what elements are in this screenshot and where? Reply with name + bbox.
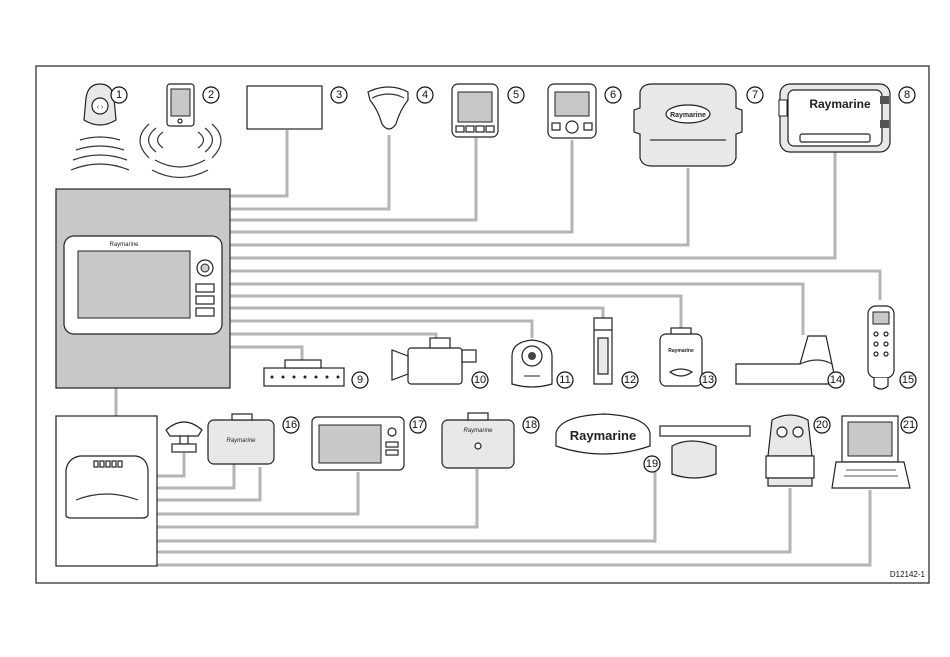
device-8-brand: Raymarine xyxy=(809,97,871,111)
callout-10: 10 xyxy=(472,372,488,388)
device-17-display xyxy=(312,417,404,470)
device-8-display-unit: Raymarine xyxy=(779,84,890,152)
device-11-dome-camera xyxy=(512,340,552,387)
svg-text:15: 15 xyxy=(902,374,914,386)
device-7-brand: Raymarine xyxy=(670,112,706,119)
svg-text:5: 5 xyxy=(513,89,519,101)
svg-text:9: 9 xyxy=(357,374,363,386)
main-display-panel: Raymarine xyxy=(56,189,230,388)
callout-14: 14 xyxy=(828,372,844,388)
callout-21: 21 xyxy=(901,417,917,433)
callout-16: 16 xyxy=(283,417,299,433)
svg-text:16: 16 xyxy=(285,419,297,431)
svg-text:13: 13 xyxy=(702,374,714,386)
svg-text:‹ ›: ‹ › xyxy=(97,104,104,111)
main-display-brand: Raymarine xyxy=(109,242,139,248)
callout-2: 2 xyxy=(203,87,219,103)
svg-text:11: 11 xyxy=(559,374,570,386)
device-20-thermal-camera xyxy=(766,415,814,486)
svg-text:2: 2 xyxy=(208,89,214,101)
device-7-course-computer: Raymarine xyxy=(634,84,742,166)
svg-text:1: 1 xyxy=(116,89,122,101)
device-12-module xyxy=(594,318,612,384)
callout-5: 5 xyxy=(508,87,524,103)
device-13-brand: Raymarine xyxy=(668,348,694,354)
device-5-instrument xyxy=(452,84,498,137)
callout-19: 19 xyxy=(644,456,660,472)
callout-17: 17 xyxy=(410,417,426,433)
callout-3: 3 xyxy=(331,87,347,103)
device-3-display xyxy=(247,86,322,129)
svg-text:10: 10 xyxy=(474,374,486,386)
callout-15: 15 xyxy=(900,372,916,388)
device-19-brand: Raymarine xyxy=(570,428,636,443)
reference-code: D12142-1 xyxy=(890,570,926,579)
callout-8: 8 xyxy=(899,87,915,103)
svg-text:8: 8 xyxy=(904,89,910,101)
svg-text:12: 12 xyxy=(624,374,636,386)
callout-1: 1 xyxy=(111,87,127,103)
callout-18: 18 xyxy=(523,417,539,433)
callout-9: 9 xyxy=(352,372,368,388)
callout-13: 13 xyxy=(700,372,716,388)
callout-7: 7 xyxy=(747,87,763,103)
svg-text:6: 6 xyxy=(610,89,616,101)
callout-20: 20 xyxy=(814,417,830,433)
device-21-laptop xyxy=(832,416,910,488)
callout-12: 12 xyxy=(622,372,638,388)
network-box xyxy=(56,416,157,566)
svg-text:4: 4 xyxy=(422,89,428,101)
svg-text:18: 18 xyxy=(525,419,537,431)
device-15-handset xyxy=(868,306,894,389)
callout-6: 6 xyxy=(605,87,621,103)
device-6-pilot-controller xyxy=(548,84,596,138)
device-16-brand: Raymarine xyxy=(226,438,256,444)
svg-text:20: 20 xyxy=(816,419,828,431)
device-18-sensor-pod: Raymarine xyxy=(442,413,514,468)
svg-text:14: 14 xyxy=(830,374,842,386)
svg-text:17: 17 xyxy=(412,419,424,431)
device-13-interface-box: Raymarine xyxy=(660,328,702,386)
callout-4: 4 xyxy=(417,87,433,103)
svg-text:21: 21 xyxy=(903,419,915,431)
svg-text:19: 19 xyxy=(646,458,658,470)
svg-text:3: 3 xyxy=(336,89,342,101)
svg-text:7: 7 xyxy=(752,89,758,101)
callout-11: 11 xyxy=(557,372,573,388)
device-18-brand: Raymarine xyxy=(463,428,493,434)
